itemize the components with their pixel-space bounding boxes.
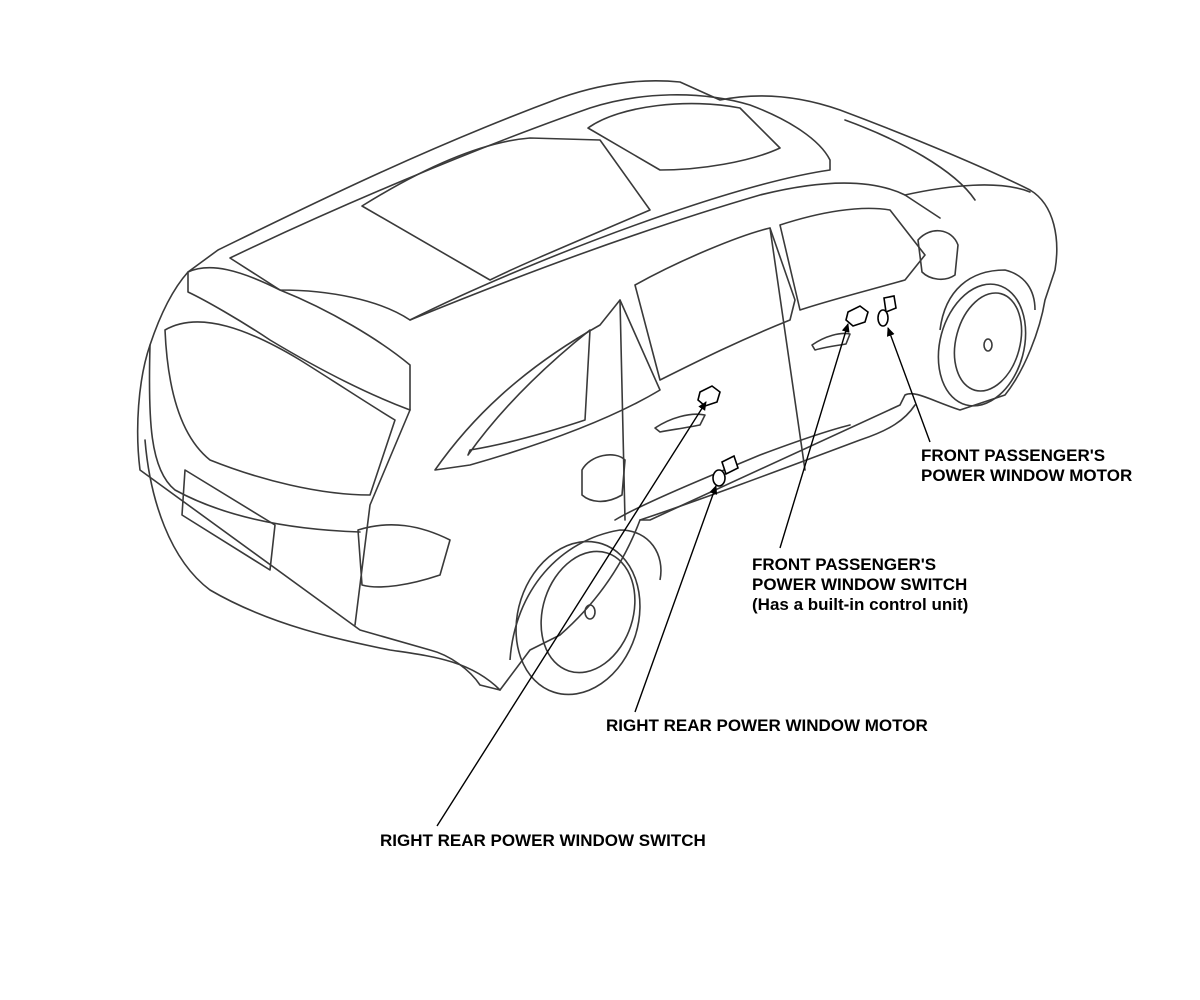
callout-line: FRONT PASSENGER'S xyxy=(921,446,1106,465)
callout-line: RIGHT REAR POWER WINDOW MOTOR xyxy=(606,716,928,735)
leader-lines xyxy=(436,323,931,827)
component-icons xyxy=(697,295,897,487)
wheels xyxy=(509,269,1036,696)
callout-right-rear-window-switch: RIGHT REAR POWER WINDOW SWITCH xyxy=(380,831,706,851)
callout-right-rear-window-motor: RIGHT REAR POWER WINDOW MOTOR xyxy=(606,716,928,736)
leader-fp-motor xyxy=(887,327,931,443)
callout-line: POWER WINDOW SWITCH xyxy=(752,575,968,594)
callout-line: RIGHT REAR POWER WINDOW SWITCH xyxy=(380,831,706,850)
callout-front-passenger-window-motor: FRONT PASSENGER'S POWER WINDOW MOTOR xyxy=(921,446,1132,486)
leader-rr-motor xyxy=(634,485,718,713)
callout-line: (Has a built-in control unit) xyxy=(752,595,969,614)
callout-front-passenger-window-switch: FRONT PASSENGER'S POWER WINDOW SWITCH (H… xyxy=(752,555,968,615)
callout-line: POWER WINDOW MOTOR xyxy=(921,466,1133,485)
leader-fp-switch xyxy=(779,323,850,549)
car-body xyxy=(136,80,1058,691)
callout-line: FRONT PASSENGER'S xyxy=(752,555,937,574)
leader-rr-switch xyxy=(436,401,707,827)
